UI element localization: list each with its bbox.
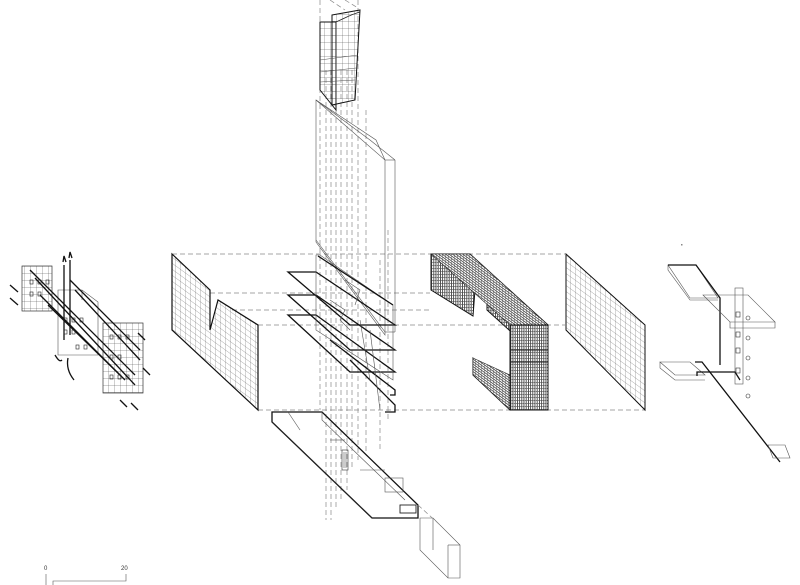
roof-element xyxy=(319,9,361,112)
annex-volume xyxy=(417,504,461,579)
scale-bar-end-label: 20 xyxy=(121,566,128,572)
scale-bar xyxy=(45,574,127,585)
marker-dot xyxy=(681,244,683,246)
floor-plates xyxy=(286,254,398,413)
scale-bar-start-label: 0 xyxy=(44,566,48,572)
end-facade-grid xyxy=(565,252,646,412)
circulation-diagram xyxy=(9,251,151,411)
projection-lines-horizontal xyxy=(172,253,645,411)
structure-frame xyxy=(659,244,791,463)
notched-facade-grid xyxy=(171,252,259,412)
ground-slab xyxy=(271,411,419,519)
tall-wall-panel xyxy=(315,99,396,336)
perforated-skin xyxy=(430,253,549,411)
